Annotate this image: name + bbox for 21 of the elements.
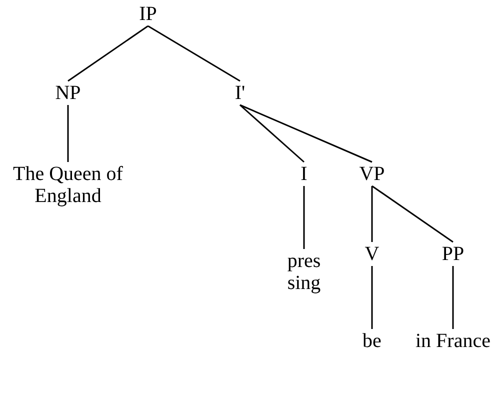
tree-label: PP <box>440 243 466 265</box>
tree-branch <box>67 105 69 162</box>
tree-branch <box>68 25 148 82</box>
tree-branch <box>148 25 240 82</box>
tree-label: I' <box>234 82 246 104</box>
tree-branch <box>371 186 373 242</box>
tree-branch <box>240 104 304 163</box>
tree-label: VP <box>358 163 386 185</box>
tree-label: IP <box>138 3 158 25</box>
tree-branch <box>240 104 372 163</box>
tree-label: be <box>362 330 382 352</box>
tree-branch <box>372 185 454 243</box>
tree-label: I <box>300 163 308 185</box>
tree-label: pres sing <box>286 250 322 294</box>
tree-branch <box>303 186 305 249</box>
tree-branch <box>371 266 373 329</box>
tree-label: NP <box>54 82 82 104</box>
tree-label: The Queen of England <box>12 163 124 207</box>
tree-label: V <box>364 243 380 265</box>
tree-branch <box>452 266 454 329</box>
tree-label: in France <box>414 330 492 352</box>
